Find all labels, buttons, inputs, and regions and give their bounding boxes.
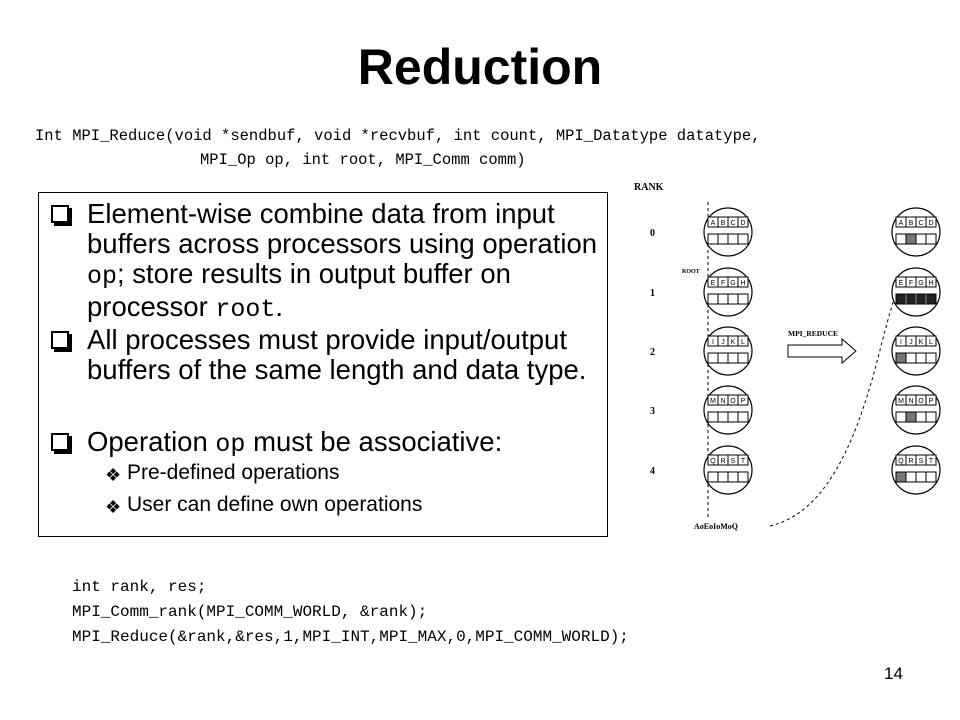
svg-text:C: C: [918, 220, 923, 227]
bullet-box: Element-wise combine data from input buf…: [38, 192, 608, 537]
svg-text:G: G: [918, 280, 923, 287]
svg-text:S: S: [919, 458, 924, 465]
rank-label-0: 0: [650, 228, 655, 239]
svg-text:J: J: [909, 339, 913, 346]
bullet-2: All processes must provide input/output …: [51, 325, 599, 385]
function-signature-line-1: Int MPI_Reduce(void *sendbuf, void *recv…: [35, 127, 761, 145]
svg-text:O: O: [730, 398, 736, 405]
code-line-2: MPI_Comm_rank(MPI_COMM_WORLD, &rank);: [72, 603, 428, 621]
rank-header: RANK: [634, 182, 664, 193]
svg-text:N: N: [908, 398, 913, 405]
root-label: ROOT: [682, 269, 700, 275]
result-flow-curve: [769, 289, 899, 527]
code-line-3: MPI_Reduce(&rank,&res,1,MPI_INT,MPI_MAX,…: [72, 628, 629, 646]
svg-text:R: R: [720, 458, 725, 465]
svg-text:M: M: [710, 398, 716, 405]
rank-label-2: 2: [650, 347, 655, 358]
checkbox-bullet-icon: [51, 433, 69, 451]
svg-text:S: S: [731, 458, 736, 465]
svg-text:O: O: [918, 398, 924, 405]
svg-text:D: D: [740, 220, 745, 227]
diamond-bullet-icon: ❖: [105, 497, 122, 517]
diamond-bullet-icon: ❖: [105, 465, 122, 485]
rank-label-4: 4: [650, 466, 655, 477]
svg-text:L: L: [741, 339, 745, 346]
bullet-1: Element-wise combine data from input buf…: [51, 199, 599, 325]
svg-text:H: H: [928, 280, 933, 287]
svg-text:I: I: [900, 339, 902, 346]
svg-text:N: N: [720, 398, 725, 405]
svg-text:Q: Q: [898, 458, 904, 465]
svg-text:I: I: [712, 339, 714, 346]
code-line-1: int rank, res;: [72, 578, 207, 596]
svg-text:D: D: [928, 220, 933, 227]
page-number: 14: [884, 664, 903, 683]
svg-text:K: K: [919, 339, 924, 346]
svg-text:G: G: [730, 280, 735, 287]
svg-text:A: A: [711, 220, 716, 227]
svg-text:F: F: [721, 280, 725, 287]
rank-label-3: 3: [650, 406, 655, 417]
svg-text:T: T: [741, 458, 746, 465]
svg-text:K: K: [731, 339, 736, 346]
svg-text:L: L: [929, 339, 933, 346]
svg-text:E: E: [899, 280, 904, 287]
checkbox-bullet-icon: [51, 205, 69, 223]
bullet-3-text: Operation op must be associative:: [87, 426, 503, 460]
bullet-3: Operation op must be associative:: [51, 427, 599, 460]
svg-text:B: B: [909, 220, 914, 227]
svg-text:R: R: [908, 458, 913, 465]
svg-text:F: F: [909, 280, 913, 287]
bullet-1-text: Element-wise combine data from input buf…: [87, 198, 598, 325]
svg-text:Q: Q: [710, 458, 716, 465]
svg-text:J: J: [721, 339, 725, 346]
function-signature-line-2: MPI_Op op, int root, MPI_Comm comm): [200, 151, 526, 169]
bullet-2-text: All processes must provide input/output …: [87, 324, 587, 385]
checkbox-bullet-icon: [51, 331, 69, 349]
svg-text:P: P: [741, 398, 746, 405]
slide-title: Reduction: [357, 39, 603, 95]
svg-text:P: P: [929, 398, 934, 405]
svg-text:A: A: [899, 220, 904, 227]
reduce-op-label: MPI_REDUCE: [788, 329, 838, 338]
result-label: AoEoIoMoQ: [694, 522, 738, 531]
svg-text:E: E: [711, 280, 716, 287]
svg-text:M: M: [898, 398, 904, 405]
svg-text:B: B: [721, 220, 726, 227]
svg-text:T: T: [929, 458, 934, 465]
svg-text:H: H: [740, 280, 745, 287]
sub-bullet-2: ❖ User can define own operations: [105, 493, 423, 517]
rank-label-1: 1: [650, 288, 655, 299]
reduce-arrow-icon: [787, 337, 857, 365]
sub-bullet-1: ❖ Pre-defined operations: [105, 461, 340, 485]
svg-text:C: C: [730, 220, 735, 227]
